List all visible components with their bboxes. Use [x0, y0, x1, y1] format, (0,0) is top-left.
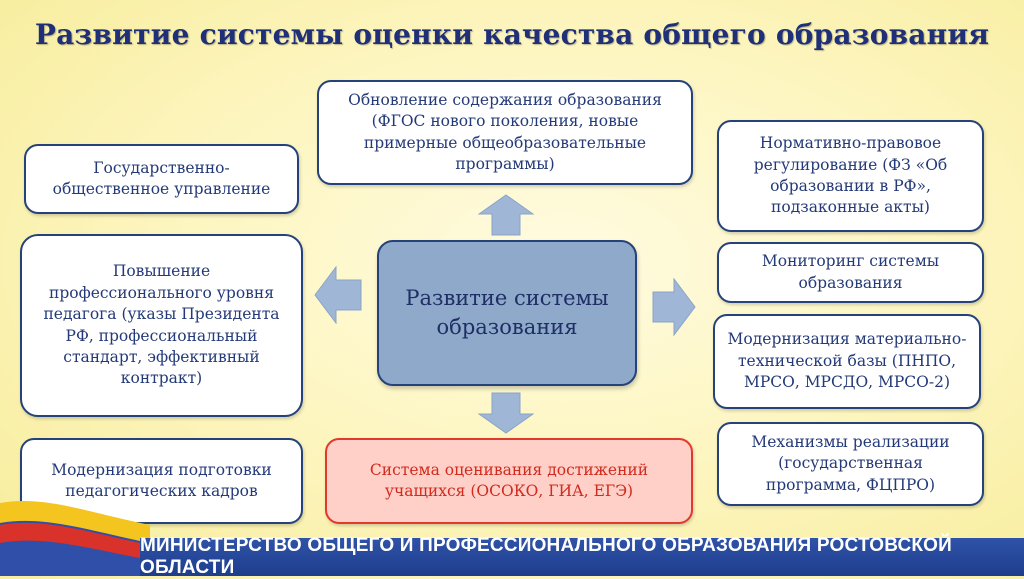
- mechanisms-box: Механизмы реализации (государственная пр…: [717, 422, 984, 506]
- arrow-up-icon: [478, 194, 534, 236]
- arrow-left-icon: [314, 266, 362, 324]
- assessment-text: Система оценивания достижений учащихся (…: [369, 460, 649, 500]
- regulation-text: Нормативно-правовое регулирование (ФЗ «О…: [753, 134, 948, 217]
- monitoring-text: Мониторинг системы образования: [761, 252, 940, 292]
- footer-bar: [140, 538, 1024, 576]
- center-text: Развитие системы образования: [405, 285, 609, 339]
- modernization-box: Модернизация материально-технической баз…: [713, 314, 981, 409]
- assessment-box: Система оценивания достижений учащихся (…: [325, 438, 693, 524]
- arrow-down-icon: [478, 392, 534, 434]
- flag-logo-icon: [0, 501, 150, 576]
- regulation-box: Нормативно-правовое регулирование (ФЗ «О…: [717, 120, 984, 232]
- content-update-text: Обновление содержания образования (ФГОС …: [348, 90, 662, 173]
- arrow-right-icon: [652, 278, 696, 336]
- teacher-training-text: Модернизация подготовки педагогических к…: [51, 460, 272, 500]
- footer-ministry-text: МИНИСТЕРСТВО ОБЩЕГО И ПРОФЕССИОНАЛЬНОГО …: [140, 535, 953, 578]
- center-box: Развитие системы образования: [377, 240, 637, 386]
- slide-title: Развитие системы оценки качества общего …: [34, 18, 990, 51]
- teacher-level-box: Повышение профессионального уровня педаг…: [20, 234, 303, 417]
- content-update-box: Обновление содержания образования (ФГОС …: [317, 80, 693, 185]
- state-management-text: Государственно-общественное управление: [52, 158, 271, 198]
- mechanisms-text: Механизмы реализации (государственная пр…: [751, 432, 950, 494]
- modernization-text: Модернизация материально-технической баз…: [727, 330, 967, 392]
- teacher-level-text: Повышение профессионального уровня педаг…: [43, 262, 280, 388]
- state-management-box: Государственно-общественное управление: [24, 144, 299, 214]
- monitoring-box: Мониторинг системы образования: [717, 242, 984, 303]
